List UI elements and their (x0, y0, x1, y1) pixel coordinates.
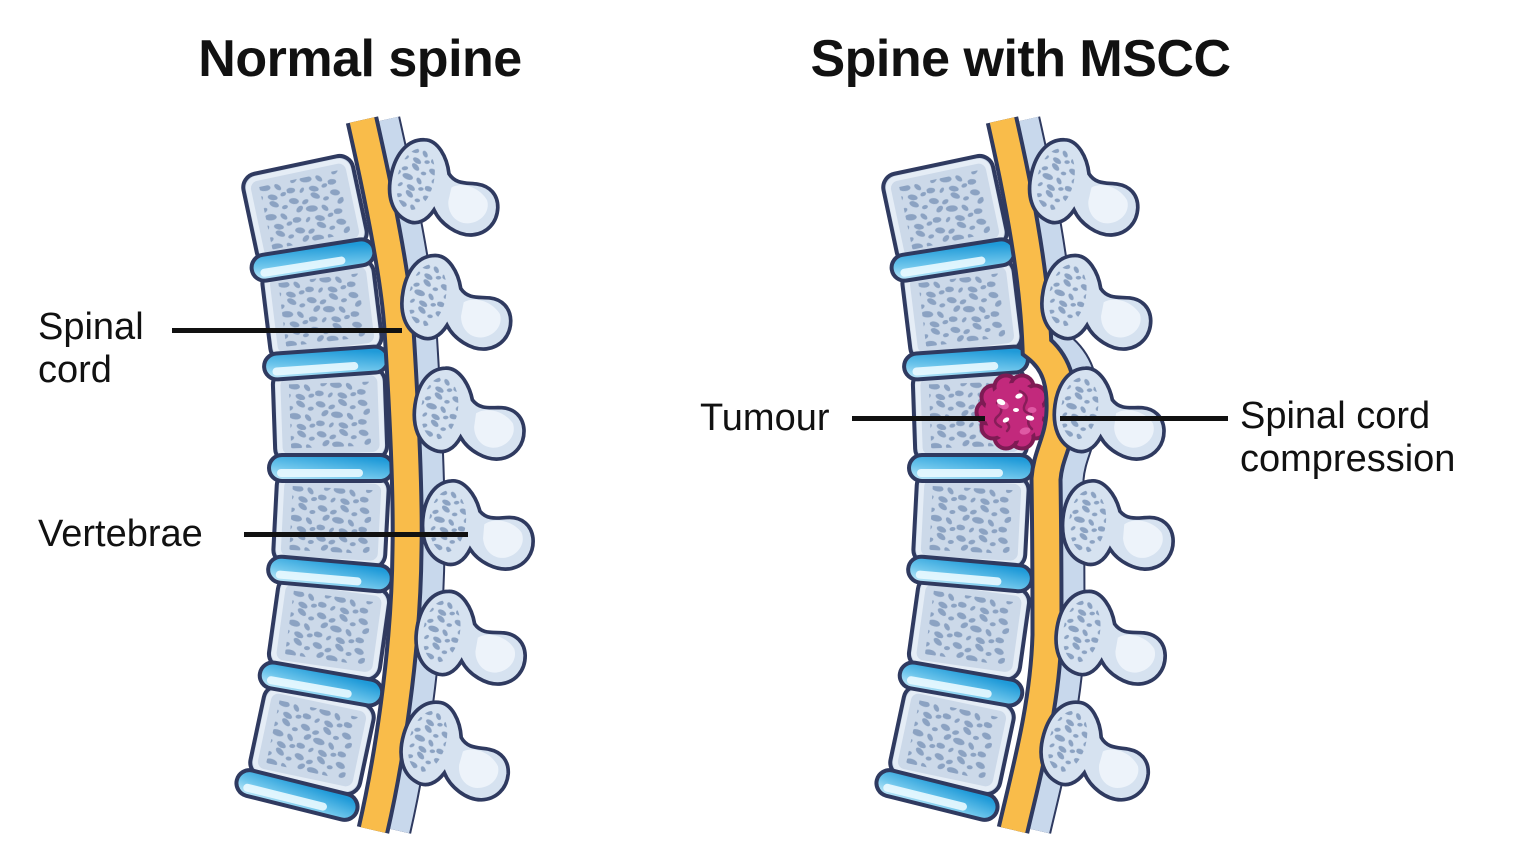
normal-spine-illustration (231, 116, 540, 834)
vertebra-body (913, 471, 1030, 569)
mscc-spine-illustration (871, 116, 1180, 834)
vertebra-body (273, 471, 390, 569)
spinous-process (1047, 362, 1174, 465)
vertebra-body (272, 367, 387, 463)
spinal-cord (345, 116, 424, 834)
left-panel-title: Normal spine (198, 30, 522, 88)
spinous-process (1057, 476, 1180, 574)
compression-leader-line (1060, 416, 1228, 421)
intervertebral-disc (907, 453, 1035, 483)
right-panel-title: Spine with MSCC (810, 30, 1231, 88)
vertebrae-label: Vertebrae (38, 513, 203, 555)
spinous-process (407, 362, 534, 465)
vertebrae-leader-line (244, 532, 468, 537)
intervertebral-disc (267, 453, 395, 483)
tumour-label: Tumour (700, 397, 830, 439)
spinal-cord-compression-label: Spinal cord compression (1240, 395, 1456, 480)
spinal-cord-compressed (985, 116, 1078, 834)
tumour-leader-line (852, 416, 985, 421)
spinal-cord-leader-line (172, 328, 402, 333)
spinal-cord-label: Spinal cord (38, 306, 144, 391)
spinous-process (417, 476, 540, 574)
